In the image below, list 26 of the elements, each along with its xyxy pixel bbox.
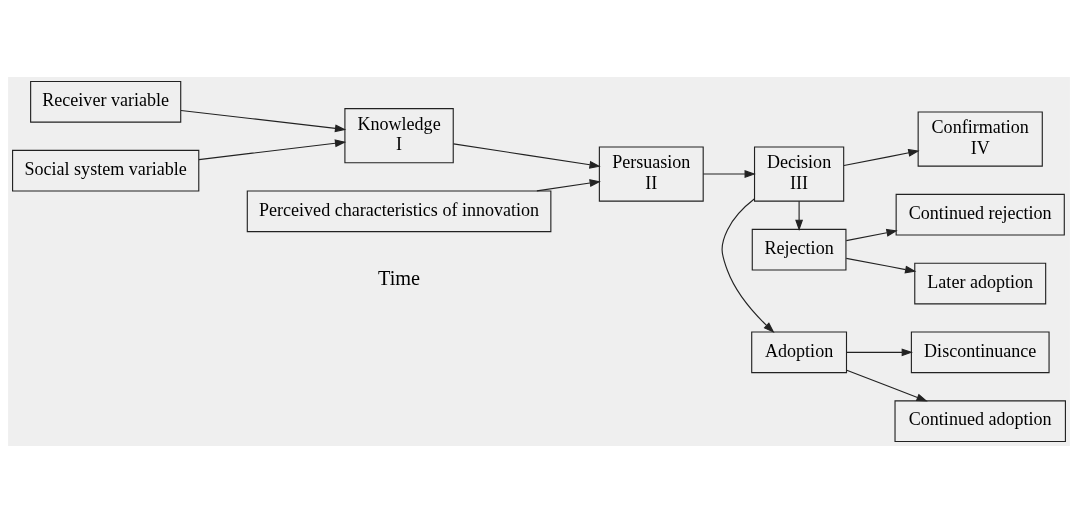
node-box: Later adoption — [914, 262, 1047, 304]
node-box: Adoption — [751, 330, 848, 373]
arrow — [198, 138, 347, 160]
arrow — [702, 169, 756, 178]
node-box: Rejection — [751, 228, 847, 271]
node-box: Discontinuance — [910, 330, 1050, 373]
node-box: Persuasion II — [598, 145, 704, 202]
label: Time — [378, 266, 421, 289]
node-box: Social system variable — [12, 149, 200, 192]
arrow — [846, 347, 913, 356]
node-box: Decision III — [753, 145, 845, 202]
arrow — [795, 200, 804, 231]
arrow — [843, 148, 920, 166]
arrow — [846, 369, 928, 401]
node-box: Confirmation IV — [917, 110, 1043, 167]
arrow — [721, 197, 775, 333]
node-box: Continued rejection — [895, 193, 1065, 236]
node-box: Receiver variable — [30, 80, 182, 123]
arrow — [845, 257, 917, 273]
arrow — [452, 142, 601, 169]
node-box: Continued adoption — [894, 399, 1066, 442]
node-box: Perceived characteristics of innovation — [246, 189, 552, 232]
node-box: Knowledge I — [344, 107, 454, 163]
arrow — [845, 228, 898, 241]
arrow — [180, 109, 347, 132]
arrow — [536, 178, 601, 191]
